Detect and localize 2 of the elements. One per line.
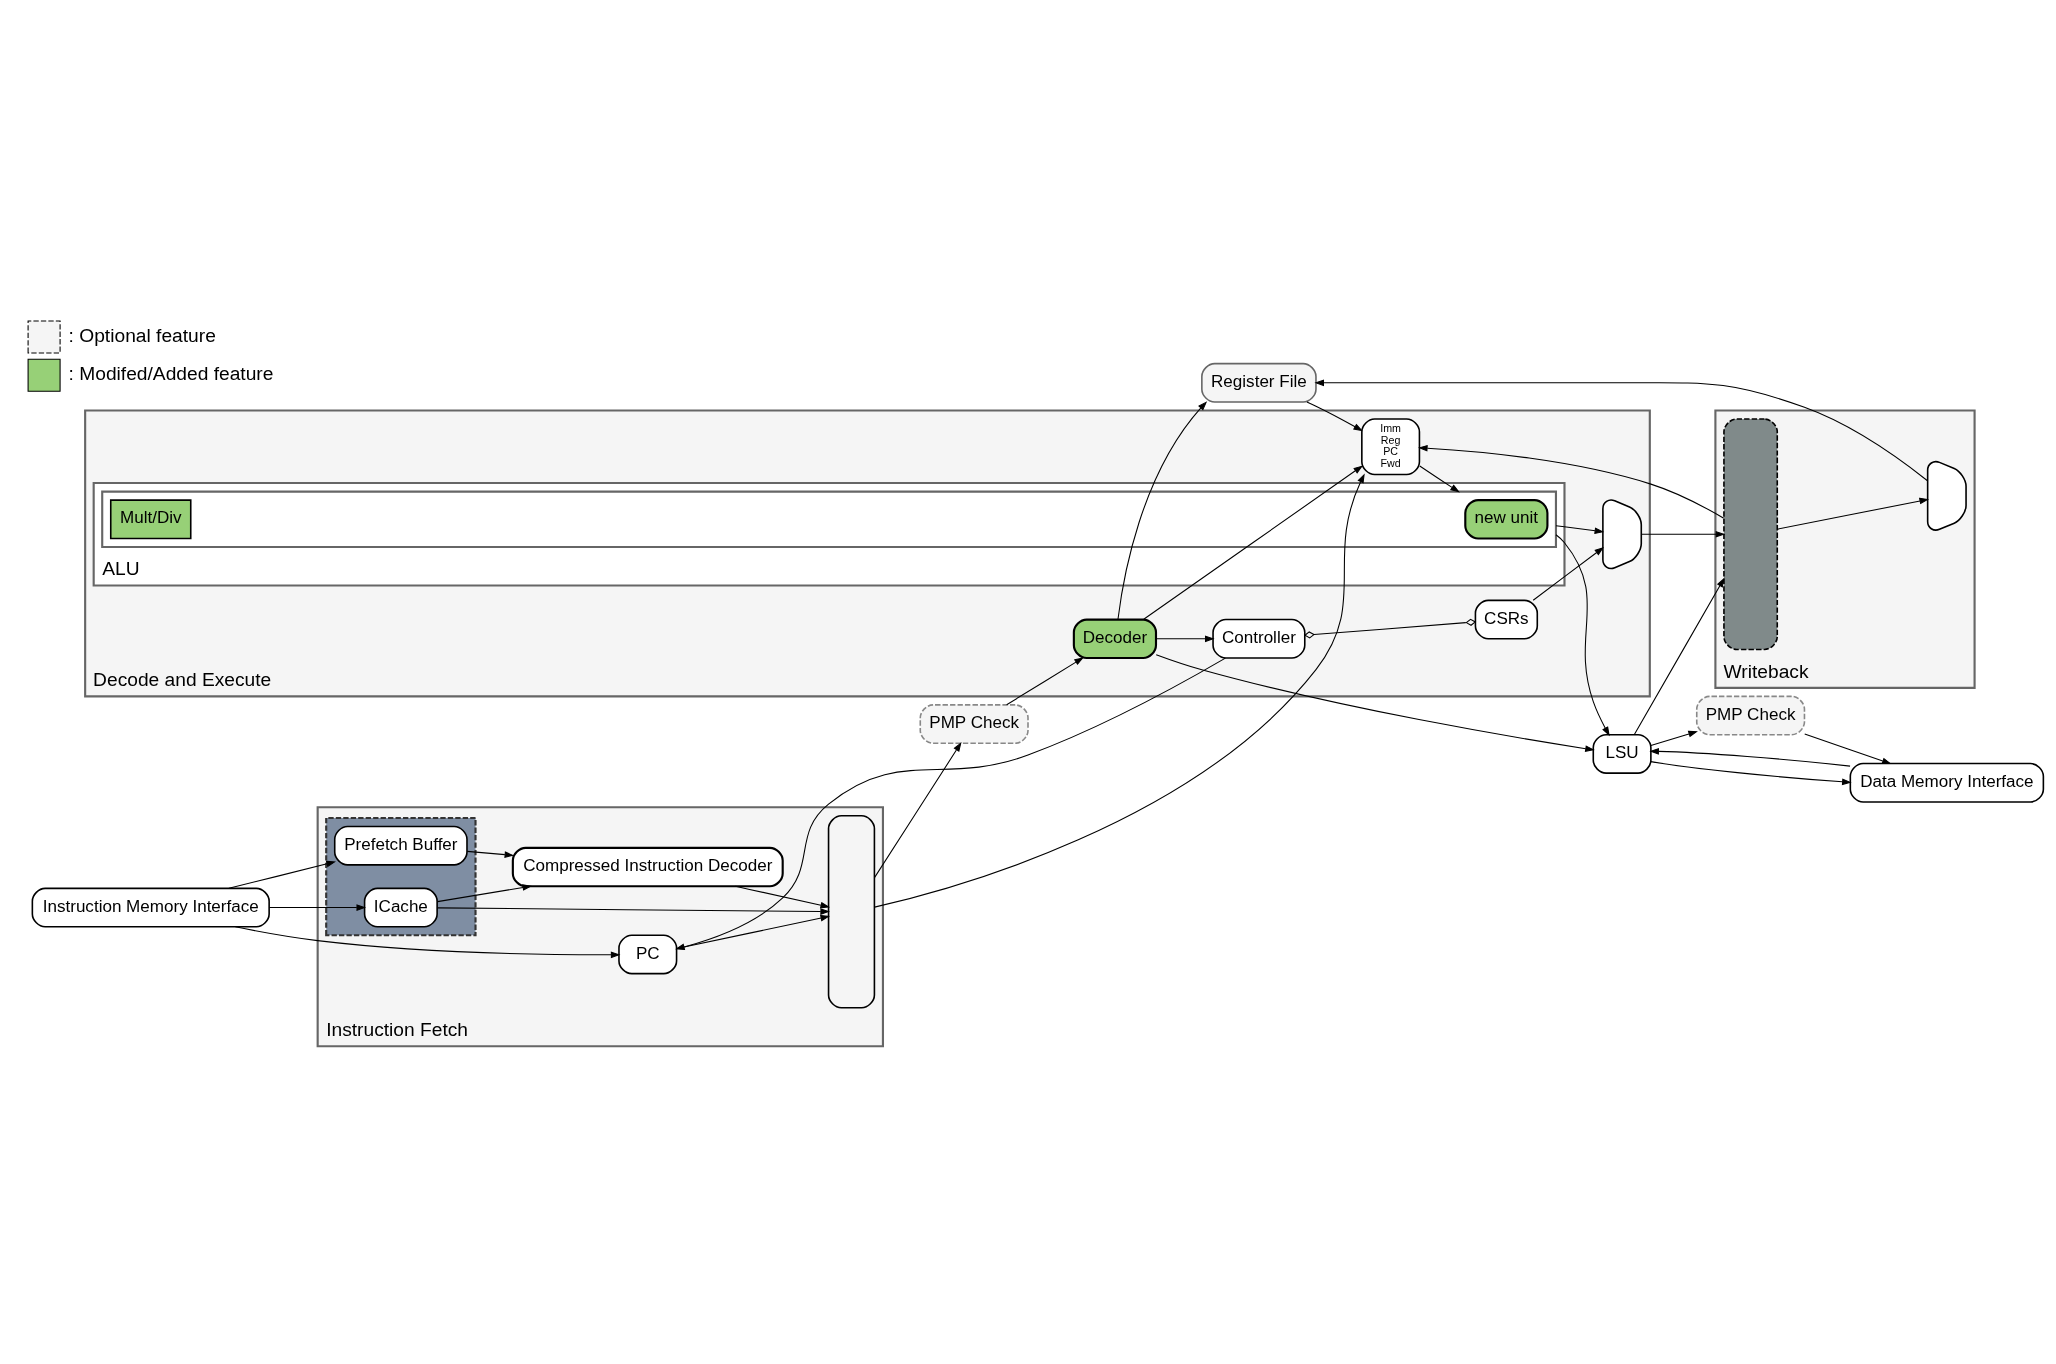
legend-label: : Modifed/Added feature [68, 362, 274, 384]
legend-label: : Optional feature [68, 324, 216, 346]
